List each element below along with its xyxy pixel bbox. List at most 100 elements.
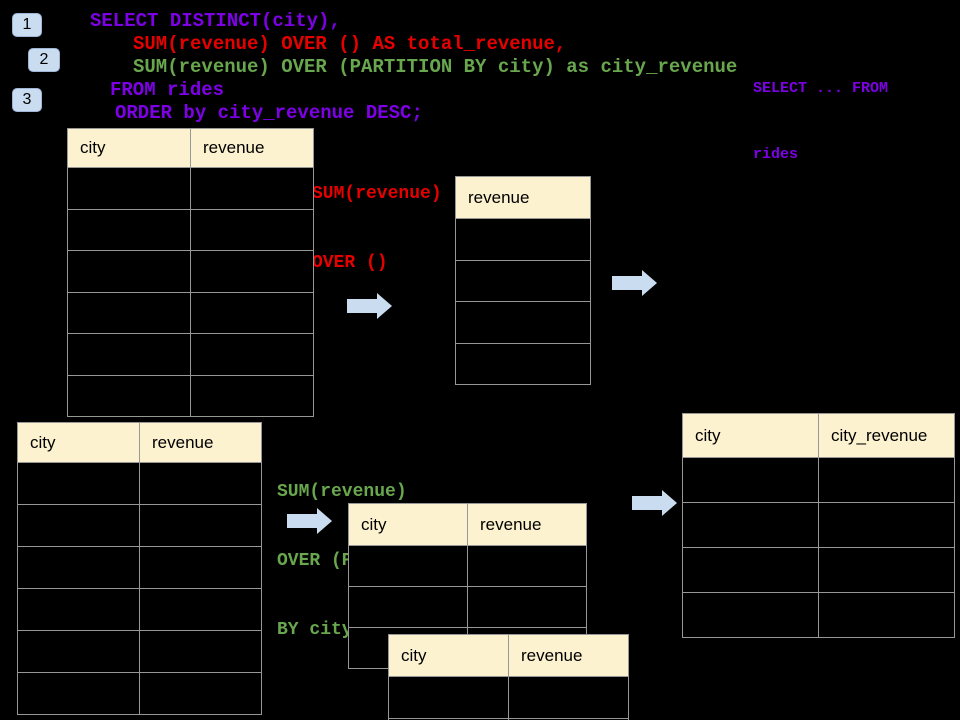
- table-row: [17, 630, 262, 673]
- side-note-line-1: SELECT ... FROM: [753, 80, 889, 97]
- column-header: city: [348, 503, 468, 546]
- annotation-line: SUM(revenue): [277, 482, 407, 502]
- table-row: [67, 167, 314, 210]
- empty-cell: [818, 592, 955, 638]
- empty-cell: [139, 588, 262, 631]
- empty-cell: [190, 208, 314, 251]
- right-arrow-icon: [287, 508, 332, 534]
- empty-cell: [455, 259, 591, 302]
- empty-cell: [17, 462, 140, 505]
- table-row: [17, 588, 262, 631]
- table-row: [455, 259, 591, 302]
- empty-cell: [139, 462, 262, 505]
- arrow-shaft: [287, 514, 317, 528]
- table-row: [17, 504, 262, 547]
- empty-cell: [17, 504, 140, 547]
- right-arrow-icon: [347, 293, 392, 319]
- empty-cell: [17, 588, 140, 631]
- table-row: [17, 462, 262, 505]
- column-header: revenue: [455, 176, 591, 219]
- empty-cell: [17, 630, 140, 673]
- column-header: revenue: [139, 422, 262, 463]
- empty-cell: [139, 672, 262, 715]
- table-row: [455, 218, 591, 261]
- empty-cell: [190, 250, 314, 293]
- empty-cell: [818, 457, 955, 503]
- empty-cell: [190, 333, 314, 376]
- empty-cell: [139, 630, 262, 673]
- arrow-shaft: [632, 496, 662, 510]
- sql-line-order-by: ORDER by city_revenue DESC;: [115, 102, 423, 124]
- empty-cell: [467, 545, 587, 587]
- annotation-sum-over-total: SUM(revenue) OVER (): [312, 137, 442, 321]
- table-row: [67, 333, 314, 376]
- step-badge-1: 1: [12, 13, 42, 37]
- empty-cell: [67, 291, 191, 334]
- column-header: revenue: [190, 128, 314, 168]
- empty-cell: [455, 301, 591, 344]
- empty-cell: [682, 547, 819, 593]
- right-arrow-icon: [612, 270, 657, 296]
- arrow-head: [377, 293, 392, 319]
- column-header: city: [682, 413, 819, 458]
- annotation-line: OVER (): [312, 253, 388, 273]
- empty-cell: [682, 502, 819, 548]
- table-row: [348, 586, 587, 628]
- empty-cell: [818, 502, 955, 548]
- column-header: city: [17, 422, 140, 463]
- table-row: [67, 208, 314, 251]
- table-row: [67, 250, 314, 293]
- sql-line-sum-partition: SUM(revenue) OVER (PARTITION BY city) as…: [133, 56, 738, 78]
- empty-cell: [455, 342, 591, 385]
- empty-cell: [139, 504, 262, 547]
- step-badge-3: 3: [12, 88, 42, 112]
- side-note-select-from-rides: SELECT ... FROM rides: [753, 34, 888, 210]
- table-row: [682, 502, 955, 548]
- empty-cell: [67, 374, 191, 417]
- empty-cell: [190, 167, 314, 210]
- table-row: [388, 676, 629, 719]
- table-total-revenue-result: revenue: [455, 176, 591, 385]
- arrow-head: [662, 490, 677, 516]
- table-row: [388, 718, 629, 720]
- table-row: [67, 374, 314, 417]
- column-header: revenue: [467, 503, 587, 546]
- empty-cell: [818, 547, 955, 593]
- table-row: [17, 546, 262, 589]
- sql-line-from: FROM rides: [110, 79, 225, 101]
- sql-line-sum-over: SUM(revenue) OVER () AS total_revenue,: [133, 33, 567, 55]
- side-note-line-2: rides: [753, 146, 799, 163]
- arrow-shaft: [347, 299, 377, 313]
- empty-cell: [467, 586, 587, 628]
- empty-cell: [190, 291, 314, 334]
- empty-cell: [17, 672, 140, 715]
- step-badge-2: 2: [28, 48, 60, 72]
- empty-cell: [190, 374, 314, 417]
- empty-cell: [17, 546, 140, 589]
- column-header: city_revenue: [818, 413, 955, 458]
- table-row: [682, 457, 955, 503]
- empty-cell: [508, 676, 629, 719]
- column-header: revenue: [508, 634, 629, 677]
- empty-cell: [67, 333, 191, 376]
- empty-cell: [67, 167, 191, 210]
- table-row: [348, 545, 587, 587]
- annotation-line: SUM(revenue): [312, 184, 442, 204]
- table-row: [682, 547, 955, 593]
- empty-cell: [67, 208, 191, 251]
- empty-cell: [682, 592, 819, 638]
- sql-line-select: SELECT DISTINCT(city),: [90, 10, 341, 32]
- arrow-head: [642, 270, 657, 296]
- empty-cell: [348, 586, 468, 628]
- table-row: [682, 592, 955, 638]
- empty-cell: [348, 545, 468, 587]
- empty-cell: [67, 250, 191, 293]
- table-row: [455, 301, 591, 344]
- empty-cell: [508, 718, 629, 720]
- empty-cell: [139, 546, 262, 589]
